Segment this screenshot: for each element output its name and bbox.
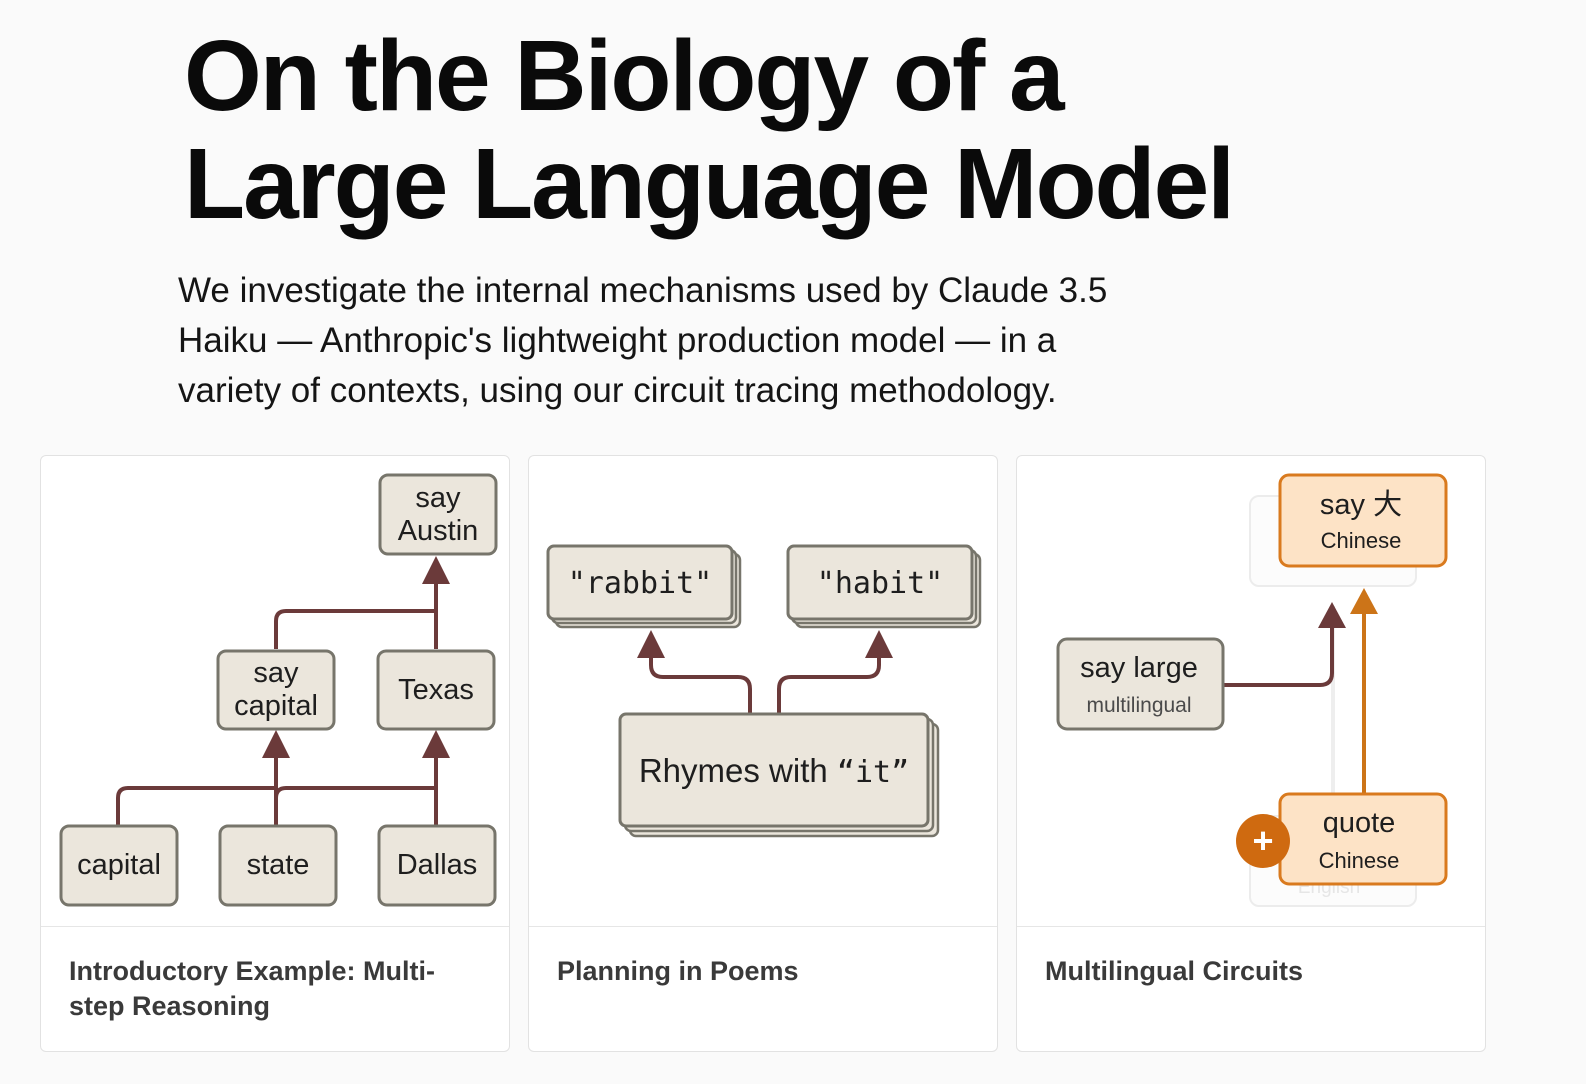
multilingual-diagram: English + say 大 Chinese say large multil… (1056, 473, 1448, 907)
node-label: "habit" (817, 566, 943, 601)
card-divider (41, 926, 509, 927)
node-habit (786, 544, 974, 621)
node-texas (376, 649, 496, 731)
node-label: say 大 (1320, 488, 1402, 521)
arrowhead (1350, 588, 1378, 614)
node-label-rhymes: Rhymes with “it” (639, 752, 909, 790)
card-divider (529, 926, 997, 927)
node-rabbit (546, 544, 734, 621)
node-label: Rhymes with (639, 752, 837, 789)
arrowhead (422, 730, 450, 758)
node-label: "rabbit" (568, 566, 713, 601)
card-planning-in-poems[interactable]: "rabbit" "habit" Rhymes with “it” Planni… (528, 455, 998, 1052)
card-figure: "rabbit" "habit" Rhymes with “it” (529, 456, 997, 926)
node-label: say large (1080, 652, 1198, 684)
node-label: Texas (398, 674, 474, 706)
node-label: Dallas (397, 849, 478, 881)
card-divider (1017, 926, 1485, 927)
edge-rhymes-to-habit (777, 656, 881, 714)
card-caption: Introductory Example: Multi-step Reasoni… (69, 956, 436, 1021)
card-figure: say Austin say capital Texas capital sta… (41, 456, 509, 926)
node-say-capital (216, 649, 336, 731)
multi-step-diagram: say Austin say capital Texas capital sta… (59, 473, 498, 907)
node-label: capital (77, 849, 161, 881)
card-caption: Planning in Poems (557, 956, 799, 986)
plus-icon: + (1252, 820, 1273, 861)
card-multi-step-reasoning[interactable]: say Austin say capital Texas capital sta… (40, 455, 510, 1052)
node-label: Austin (398, 515, 479, 547)
page-title-line-2: Large Language Model (184, 128, 1235, 240)
arrowhead (1318, 602, 1346, 628)
edge-say-large-to-say-da (1223, 626, 1334, 687)
edge-capital-to-say-capital (116, 752, 278, 826)
node-rhymes (618, 712, 930, 828)
page-title-line-1: On the Biology of a (184, 20, 1065, 132)
node-say-austin (378, 473, 498, 556)
node-label: state (247, 849, 310, 881)
node-label: say (415, 482, 461, 514)
edge-state-to-texas (274, 752, 438, 826)
page-title: On the Biology of a Large Language Model (184, 20, 1235, 240)
card-caption: Multilingual Circuits (1045, 956, 1304, 986)
arrowhead (637, 630, 665, 658)
node-sublabel: multilingual (1086, 694, 1191, 717)
plus-badge: + (1236, 814, 1290, 868)
node-dallas (377, 824, 497, 907)
node-label-code: “it” (837, 755, 909, 790)
node-say-da (1278, 473, 1448, 568)
node-say-large (1056, 637, 1225, 731)
edge-rhymes-to-rabbit (649, 656, 752, 714)
node-state (218, 824, 338, 907)
node-capital (59, 824, 179, 907)
poems-diagram: "rabbit" "habit" Rhymes with “it” (546, 544, 982, 838)
node-label: quote (1323, 807, 1396, 839)
edge-say-capital-to-say-austin (274, 578, 438, 649)
arrowhead (262, 730, 290, 758)
arrowhead (422, 556, 450, 584)
card-figure: English + say 大 Chinese say large multil… (1017, 456, 1485, 926)
node-label: capital (234, 690, 318, 722)
arrowhead (865, 630, 893, 658)
card-multilingual-circuits[interactable]: English + say 大 Chinese say large multil… (1016, 455, 1486, 1052)
node-label: say (253, 657, 299, 689)
node-sublabel: Chinese (1321, 528, 1402, 553)
node-sublabel: Chinese (1319, 848, 1400, 873)
abstract: We investigate the internal mechanisms u… (178, 271, 1108, 410)
